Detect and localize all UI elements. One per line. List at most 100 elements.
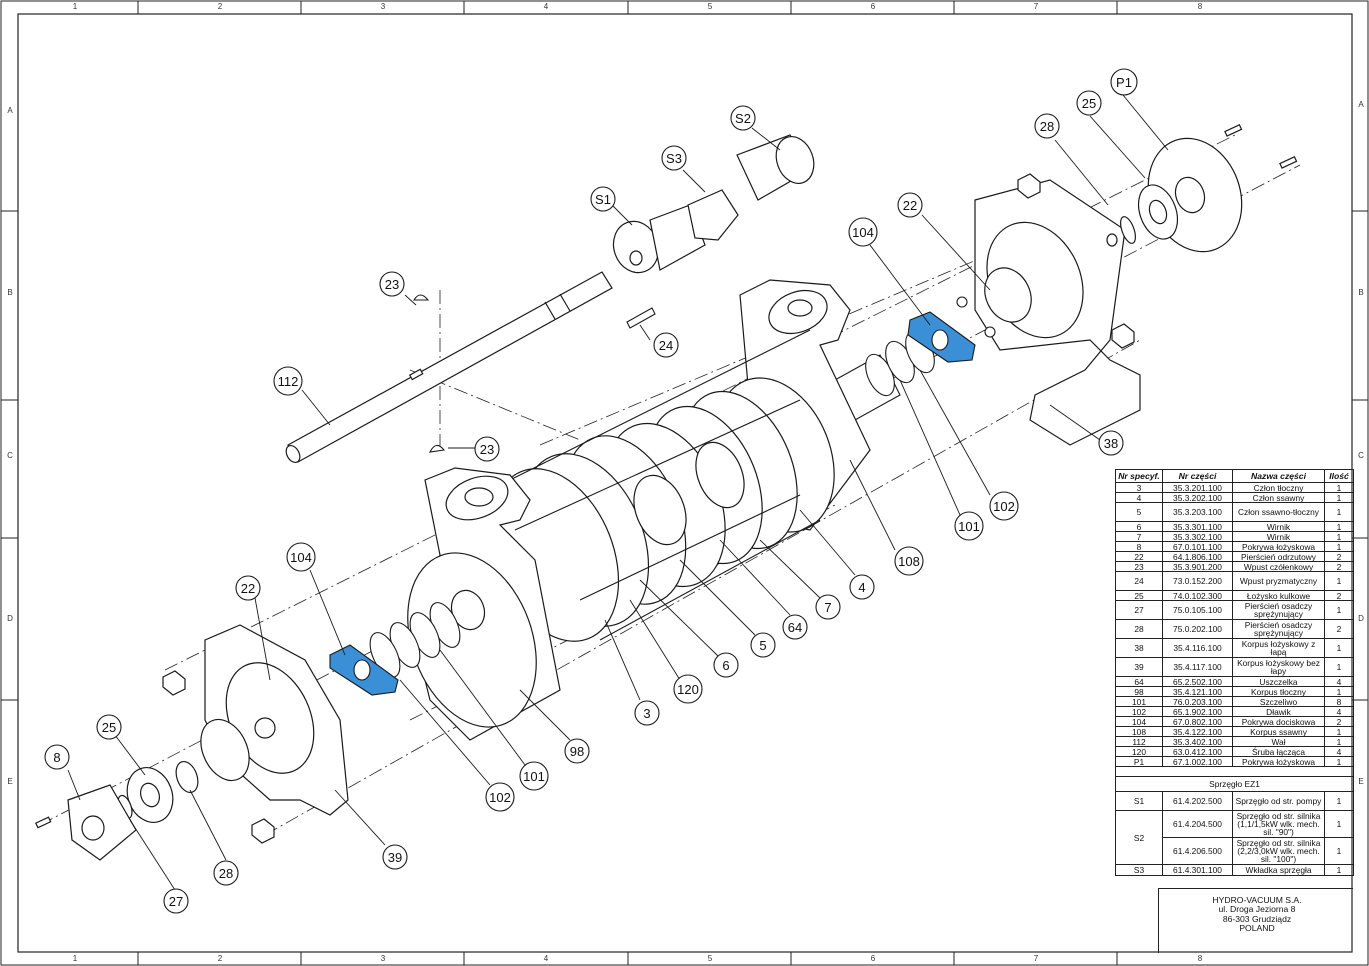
callout-bubble — [894, 546, 924, 576]
callout-label: P1 — [1116, 75, 1132, 90]
callout-bubble — [485, 782, 515, 812]
cell-spec-no: 28 — [1115, 619, 1163, 639]
callout-label: 28 — [219, 866, 233, 881]
zone-col-8-top: 8 — [1197, 2, 1203, 11]
cell-spec-no: 24 — [1115, 571, 1163, 591]
cell-part-no: 35.3.202.100 — [1162, 492, 1233, 503]
callout-23: 23 — [474, 436, 500, 462]
cell-spec-no: 98 — [1115, 686, 1163, 697]
cell-part-name: Wał — [1232, 736, 1325, 747]
cell-quantity: 1 — [1324, 736, 1354, 747]
cell-quantity: 8 — [1324, 696, 1354, 707]
callout-bubble — [750, 632, 776, 658]
callout-3: 3 — [634, 700, 660, 726]
zone-col-5-bottom: 5 — [707, 954, 713, 963]
cell-part-no: 35.4.116.100 — [1162, 638, 1233, 658]
cell-part-no: 35.3.201.100 — [1162, 482, 1233, 493]
callout-bubble — [590, 186, 616, 212]
callout-label: 8 — [53, 750, 60, 765]
zone-row-e-left: E — [7, 777, 13, 786]
cell-spec-no: 5 — [1115, 502, 1163, 522]
callout-label: 4 — [858, 580, 865, 595]
cell-part-name: Łożysko kulkowe — [1232, 590, 1325, 601]
coupling-section-header: Sprzęgło EZ1 — [1115, 776, 1354, 792]
cell-spec-no: 7 — [1115, 531, 1163, 542]
cell-part-name: Wirnik — [1232, 531, 1325, 542]
cell-quantity: 4 — [1324, 706, 1354, 717]
cell-part-name: Pokrywa łożyskowa — [1232, 756, 1325, 767]
cell-spec-no: 27 — [1115, 600, 1163, 620]
zone-col-1-top: 1 — [72, 2, 78, 11]
cell-part-name: Wpust pryzmatyczny — [1232, 571, 1325, 591]
parts-table-spacer — [1115, 766, 1354, 777]
cell-part-no: 63.0.412.100 — [1162, 746, 1233, 757]
cell-quantity: 1 — [1324, 864, 1354, 876]
cell-part-name: Dławik — [1232, 706, 1325, 717]
cell-quantity: 1 — [1324, 502, 1354, 522]
callout-bubble — [474, 436, 500, 462]
zone-col-7-top: 7 — [1033, 2, 1039, 11]
zone-row-a-right: A — [1358, 100, 1364, 109]
callout-6: 6 — [713, 652, 739, 678]
callout-label: 102 — [489, 790, 511, 805]
cell-part-no: 35.4.117.100 — [1162, 657, 1233, 677]
zone-row-d-left: D — [7, 614, 13, 623]
callout-bubble — [713, 652, 739, 678]
cell-part-no: 35.3.301.100 — [1162, 521, 1233, 532]
callout-label: 22 — [241, 581, 255, 596]
cell-part-name: Szczeliwo — [1232, 696, 1325, 707]
cell-part-name: Wkładka sprzęgła — [1232, 864, 1325, 876]
cell-spec-no: 38 — [1115, 638, 1163, 658]
zone-row-c-right: C — [1358, 451, 1364, 460]
callout-label: 3 — [643, 706, 650, 721]
cell-part-no: 67.0.101.100 — [1162, 541, 1233, 552]
cell-part-no: 61.4.202.500 — [1162, 791, 1233, 811]
cell-spec-no: 104 — [1115, 716, 1163, 727]
callout-22: 22 — [897, 192, 923, 218]
cell-quantity: 2 — [1324, 590, 1354, 601]
callout-bubble — [653, 332, 679, 358]
callout-P1: P1 — [1110, 68, 1138, 96]
company-address: HYDRO-VACUUM S.A. ul. Droga Jeziorna 8 8… — [1160, 895, 1354, 934]
cell-part-no: 35.3.203.100 — [1162, 502, 1233, 522]
cell-part-no: 67.0.802.100 — [1162, 716, 1233, 727]
callout-112: 112 — [273, 366, 303, 396]
cell-part-name: Pokrywa dociskowa — [1232, 716, 1325, 727]
cell-quantity: 1 — [1324, 686, 1354, 697]
callout-bubble — [634, 700, 660, 726]
zone-col-3-top: 3 — [380, 2, 386, 11]
callout-38: 38 — [1098, 430, 1124, 456]
callout-bubble — [730, 105, 756, 131]
zone-col-7-bottom: 7 — [1033, 954, 1039, 963]
cell-quantity: 2 — [1324, 716, 1354, 727]
callout-label: 28 — [1040, 119, 1054, 134]
callout-98: 98 — [564, 738, 590, 764]
cell-spec-no: S1 — [1115, 791, 1163, 811]
callout-24: 24 — [653, 332, 679, 358]
zone-col-4-bottom: 4 — [543, 954, 549, 963]
callout-108: 108 — [894, 546, 924, 576]
spacer-cell — [1115, 766, 1354, 777]
cell-part-no: 64.1.806.100 — [1162, 551, 1233, 562]
callout-label: 104 — [852, 225, 874, 240]
cell-quantity: 4 — [1324, 746, 1354, 757]
cell-quantity: 4 — [1324, 676, 1354, 687]
coupling-title: Sprzęgło EZ1 — [1115, 776, 1354, 792]
cell-spec-no: 64 — [1115, 676, 1163, 687]
cell-part-name: Człon tłoczny — [1232, 482, 1325, 493]
callout-bubble — [213, 860, 239, 886]
cell-part-no: 35.3.302.100 — [1162, 531, 1233, 542]
zone-row-a-left: A — [7, 106, 13, 115]
zone-col-6-top: 6 — [870, 2, 876, 11]
callout-102: 102 — [989, 491, 1019, 521]
callout-102: 102 — [485, 782, 515, 812]
cell-part-name: Uszczelka — [1232, 676, 1325, 687]
callout-label: 23 — [480, 442, 494, 457]
callout-27: 27 — [163, 888, 189, 914]
callout-101: 101 — [954, 511, 984, 541]
